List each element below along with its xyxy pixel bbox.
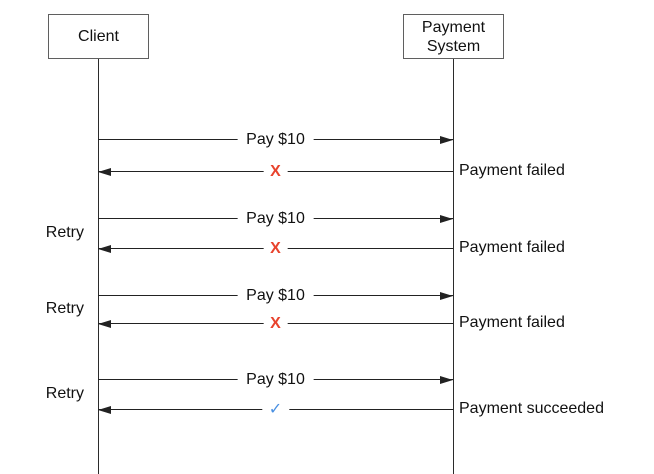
arrowhead-right-icon xyxy=(440,135,453,144)
arrowhead-left-icon xyxy=(98,319,111,328)
result-label-1: Payment failed xyxy=(459,162,565,179)
lifeline-payment-system xyxy=(452,59,454,474)
retry-label-2: Retry xyxy=(45,224,84,241)
fail-x-icon: X xyxy=(263,315,288,332)
fail-x-icon: X xyxy=(263,163,288,180)
arrowhead-right-icon xyxy=(440,214,453,223)
lifeline-client xyxy=(97,59,99,474)
request-label: Pay $10 xyxy=(237,286,314,305)
arrowhead-right-icon xyxy=(440,291,453,300)
retry-label-3: Retry xyxy=(45,300,84,317)
request-label: Pay $10 xyxy=(237,130,314,149)
arrowhead-left-icon xyxy=(98,405,111,414)
arrowhead-left-icon xyxy=(98,244,111,253)
actor-label-client: Client xyxy=(78,28,119,45)
arrowhead-right-icon xyxy=(440,375,453,384)
actor-label-payment-system: Payment System xyxy=(421,18,486,55)
request-label: Pay $10 xyxy=(237,209,314,228)
fail-x-icon: X xyxy=(263,240,288,257)
actor-box-payment-system: Payment System xyxy=(403,14,504,59)
arrowhead-left-icon xyxy=(98,167,111,176)
result-label-3: Payment failed xyxy=(459,314,565,331)
success-check-icon: ✓ xyxy=(261,401,290,418)
retry-label-4: Retry xyxy=(45,385,84,402)
request-label: Pay $10 xyxy=(237,370,314,389)
result-label-4: Payment succeeded xyxy=(459,400,604,417)
result-label-2: Payment failed xyxy=(459,239,565,256)
actor-box-client: Client xyxy=(48,14,149,59)
